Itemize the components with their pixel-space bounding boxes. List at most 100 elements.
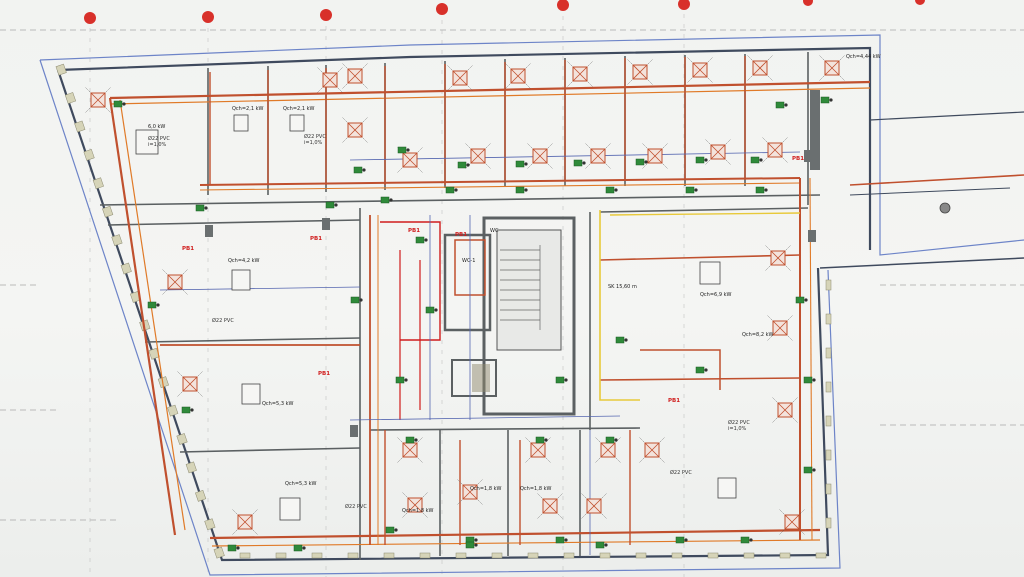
grid-axis-marker-icon: [557, 0, 569, 11]
ceiling-fan-coil-unit-icon: [766, 314, 794, 342]
valve-symbol-icon: [685, 186, 698, 194]
valve-symbol-icon: [405, 436, 418, 444]
room-load-label: Qch=1,8 kW: [520, 486, 551, 492]
valve-symbol-icon: [740, 536, 753, 544]
window-openings: [55, 63, 832, 559]
svg-text:PB1: PB1: [310, 236, 322, 242]
pipe-label: i=1,0%: [728, 426, 747, 432]
grid-axis-marker-icon: [803, 0, 813, 6]
structural-columns: [205, 90, 820, 437]
ceiling-fan-coil-unit-icon: [686, 56, 714, 84]
svg-text:PB1: PB1: [318, 371, 330, 377]
ceiling-fan-coil-unit-icon: [396, 146, 424, 174]
grid-axis-marker-icon: [202, 11, 214, 23]
ceiling-fan-coil-unit-icon: [580, 492, 608, 520]
ceiling-fan-coil-unit-icon: [341, 116, 369, 144]
valve-symbol-icon: [325, 201, 338, 209]
valve-symbol-icon: [445, 186, 458, 194]
valve-symbol-icon: [695, 156, 708, 164]
room-load-label: Qch=1,8 kW: [402, 508, 433, 514]
room-load-label: Qch=6,9 kW: [700, 292, 731, 298]
drainage-lines: [159, 151, 801, 555]
valve-symbol-icon: [635, 158, 648, 166]
ceiling-fan-coil-unit-icon: [316, 66, 344, 94]
valve-symbol-icon: [415, 236, 428, 244]
svg-text:PB1: PB1: [408, 228, 420, 234]
room-load-label: Qch=4,44 kW: [846, 54, 881, 60]
valve-symbol-icon: [803, 376, 816, 384]
ceiling-fan-coil-unit-icon: [526, 142, 554, 170]
valve-symbol-icon: [380, 196, 393, 204]
ceiling-fan-coil-unit-icon: [446, 64, 474, 92]
pipe-label: Ø22 PVC: [728, 419, 750, 426]
svg-text:PB1: PB1: [668, 398, 680, 404]
ceiling-fan-coil-unit-icon: [778, 508, 806, 536]
ceiling-fan-coil-unit-icon: [566, 60, 594, 88]
valve-symbol-icon: [675, 536, 688, 544]
valve-symbol-icon: [425, 306, 438, 314]
ceiling-fan-coil-unit-icon: [504, 62, 532, 90]
room-load-label: Qch=1,8 kW: [470, 486, 501, 492]
valve-symbol-icon: [820, 96, 833, 104]
pipe-label: i=1,0%: [148, 142, 167, 148]
pipe-label: Ø22 PVC: [345, 503, 367, 510]
ceiling-fan-coil-unit-icon: [764, 244, 792, 272]
pipe-label: Ø22 PVC: [670, 469, 692, 476]
valve-clusters: [113, 96, 833, 552]
grid-axis-marker-icon: [678, 0, 690, 10]
svg-text:PB1: PB1: [455, 232, 467, 238]
ceiling-fan-coil-unit-icon: [536, 492, 564, 520]
valve-symbol-icon: [515, 160, 528, 168]
room-load-labels: Qch=2,1 kW Qch=2,1 kW 6,0 kW Qch=4,2 kW …: [148, 54, 881, 514]
room-tag: WC: [490, 228, 499, 234]
ductwork: [108, 56, 1024, 547]
column-symbol-icon: [808, 230, 816, 242]
valve-symbol-icon: [615, 336, 628, 344]
valve-symbol-icon: [605, 186, 618, 194]
building-envelope: [39, 34, 1024, 576]
room-load-label: 6,0 kW: [148, 124, 165, 130]
ceiling-fan-coil-unit-icon: [818, 54, 846, 82]
valve-symbol-icon: [385, 526, 398, 534]
room-tag: SK 15,60 m: [608, 284, 637, 290]
ceiling-fan-coil-unit-icon: [456, 478, 484, 506]
valve-symbol-icon: [750, 156, 763, 164]
ceiling-fan-coil-unit-icon: [464, 142, 492, 170]
equipment-boxes: [135, 114, 951, 521]
sheet-guides: [0, 29, 1024, 521]
valve-symbol-icon: [293, 544, 306, 552]
valve-symbol-icon: [555, 536, 568, 544]
valve-symbol-icon: [605, 436, 618, 444]
svg-text:PB1: PB1: [182, 246, 194, 252]
svg-text:PB1: PB1: [792, 156, 804, 162]
ceiling-fan-coil-unit-icon: [746, 54, 774, 82]
room-load-label: Qch=2,1 kW: [283, 106, 314, 112]
pipe-label: Ø22 PVC: [148, 135, 170, 142]
stair-core: [443, 216, 576, 416]
valve-symbol-icon: [775, 101, 788, 109]
room-tags: WC WC-1 SK 15,60 m: [462, 228, 637, 290]
valve-symbol-icon: [181, 406, 194, 414]
grid-axis-marker-icon: [320, 9, 332, 21]
pipe-label: Ø22 PVC: [212, 317, 234, 324]
ceiling-fan-coil-unit-icon: [584, 142, 612, 170]
column-symbol-icon: [350, 425, 358, 437]
valve-symbol-icon: [515, 186, 528, 194]
column-symbol-icon: [804, 150, 812, 162]
room-load-label: Qch=8,2 kW: [742, 332, 773, 338]
ceiling-fan-coil-unit-icon: [84, 86, 112, 114]
valve-symbol-icon: [573, 159, 586, 167]
pipe-labels: Ø22 PVC i=1,0% Ø22 PVC i=1,0% Ø22 PVC Ø2…: [148, 133, 750, 510]
ceiling-fan-coil-unit-icon: [176, 370, 204, 398]
valve-symbol-icon: [695, 366, 708, 374]
valve-symbol-icon: [147, 301, 160, 309]
valve-symbol-icon: [227, 544, 240, 552]
ceiling-fan-coil-unit-icon: [638, 436, 666, 464]
ceiling-fan-coil-unit-icon: [626, 58, 654, 86]
grid-axis-marker-icon: [84, 12, 96, 24]
room-load-label: Qch=5,3 kW: [285, 481, 316, 487]
valve-symbol-icon: [595, 541, 608, 549]
pipe-label: i=1,0%: [304, 140, 323, 146]
valve-symbol-icon: [803, 466, 816, 474]
